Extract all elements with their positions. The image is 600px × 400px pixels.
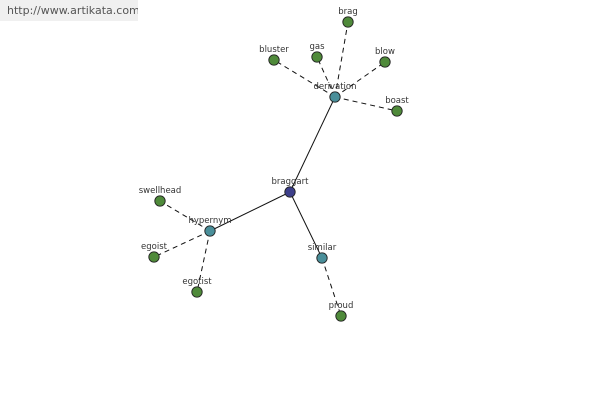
nodes-layer [148,16,403,322]
node-label-similar: similar [308,243,337,253]
node-label-swellhead: swellhead [139,186,182,196]
edge-braggart-derivation [289,96,336,193]
node-label-boast: boast [385,96,409,106]
node-label-egoist: egoist [141,242,168,252]
node-label-derivation: derivation [313,82,356,92]
node-label-blow: blow [375,47,395,57]
node-derivation[interactable] [329,91,341,103]
node-label-egotist: egotist [182,277,212,287]
node-proud[interactable] [335,310,347,322]
site-url-banner[interactable]: http://www.artikata.com [0,0,138,21]
node-brag[interactable] [342,16,354,28]
edge-derivation-bluster [273,59,336,98]
edge-braggart-similar [289,191,323,259]
node-label-bluster: bluster [259,45,289,55]
edge-derivation-brag [334,21,349,98]
node-label-hypernym: hypernym [188,216,231,226]
node-egotist[interactable] [191,286,203,298]
node-label-gas: gas [309,42,325,52]
edges-layer [153,21,398,317]
node-egoist[interactable] [148,251,160,263]
edge-derivation-blow [334,61,386,98]
node-gas[interactable] [311,51,323,63]
labels-layer: braggart derivation hypernym similar brag blu… [139,7,410,311]
node-blow[interactable] [379,56,391,68]
edge-similar-proud [321,257,342,317]
edge-hypernym-egotist [196,230,211,293]
node-hypernym[interactable] [204,225,216,237]
node-bluster[interactable] [268,54,280,66]
edge-braggart-hypernym [209,191,291,232]
node-swellhead[interactable] [154,195,166,207]
node-boast[interactable] [391,105,403,117]
edge-derivation-gas [316,56,336,98]
node-braggart[interactable] [284,186,296,198]
edge-hypernym-swellhead [159,200,211,232]
node-label-proud: proud [329,301,354,311]
node-label-braggart: braggart [272,177,310,187]
node-similar[interactable] [316,252,328,264]
edge-derivation-boast [334,96,398,112]
node-label-brag: brag [338,7,358,17]
edge-hypernym-egoist [153,230,211,258]
